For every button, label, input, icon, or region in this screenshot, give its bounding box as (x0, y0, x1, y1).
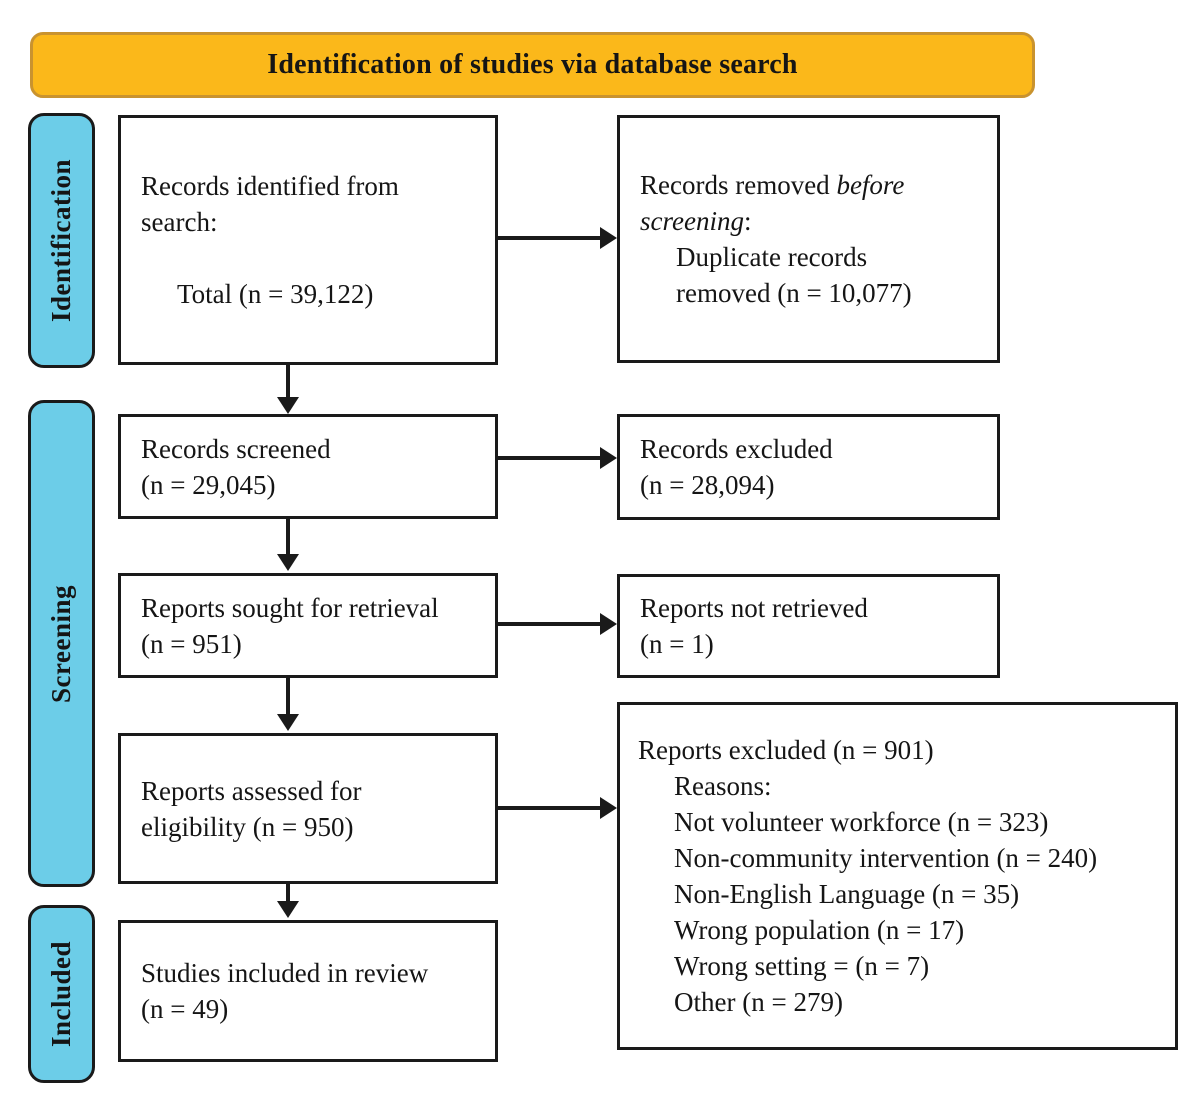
arrow-down-icon (277, 901, 299, 918)
reports-not-retrieved-text: Reports not retrieved (n = 1) (640, 593, 868, 659)
arrow-down-icon (277, 397, 299, 414)
arrow-down-icon (277, 714, 299, 731)
exclusion-reason: Non-English Language (n = 35) (674, 879, 1020, 909)
arrow-right-icon (600, 227, 617, 249)
box-studies-included: Studies included in review (n = 49) (118, 920, 498, 1062)
box-reports-assessed: Reports assessed for eligibility (n = 95… (118, 733, 498, 884)
arrow-line (286, 884, 290, 902)
arrow-line (286, 678, 290, 715)
stage-included: Included (28, 905, 95, 1083)
exclusion-reason: Wrong setting = (n = 7) (674, 951, 930, 981)
arrow-line (286, 519, 290, 555)
box-records-removed: Records removed before screening: Duplic… (617, 115, 1000, 363)
records-screened-text: Records screened (n = 29,045) (141, 433, 331, 500)
reports-excluded-title: Reports excluded (n = 901) (638, 735, 934, 765)
records-removed-detail: Duplicate records removed (n = 10,077) (676, 242, 912, 308)
records-removed-italic: before screening (640, 170, 905, 236)
exclusion-reason: Not volunteer workforce (n = 323) (674, 807, 1049, 837)
exclusion-reason: Non-community intervention (n = 240) (674, 843, 1098, 873)
arrow-line (498, 456, 601, 460)
arrow-line (286, 365, 290, 398)
stage-screening-label: Screening (46, 584, 76, 703)
stage-identification: Identification (28, 113, 95, 368)
box-reports-sought: Reports sought for retrieval (n = 951) (118, 573, 498, 678)
box-records-excluded: Records excluded (n = 28,094) (617, 414, 1000, 520)
box-reports-not-retrieved: Reports not retrieved (n = 1) (617, 574, 1000, 678)
records-identified-text: Records identified from search: (141, 171, 399, 237)
arrow-right-icon (600, 613, 617, 635)
records-excluded-text: Records excluded (n = 28,094) (640, 434, 833, 500)
box-reports-excluded-reasons: Reports excluded (n = 901) Reasons: Not … (617, 702, 1178, 1050)
stage-included-label: Included (46, 940, 76, 1048)
exclusion-reason: Wrong population (n = 17) (674, 915, 965, 945)
reports-sought-text: Reports sought for retrieval (n = 951) (141, 592, 439, 659)
reports-excluded-reasons-label: Reasons: (674, 771, 772, 801)
records-identified-total: Total (n = 39,122) (177, 279, 374, 309)
stage-identification-label: Identification (46, 158, 76, 322)
banner-title: Identification of studies via database s… (30, 32, 1035, 98)
arrow-right-icon (600, 797, 617, 819)
reports-assessed-text: Reports assessed for eligibility (n = 95… (141, 775, 362, 842)
arrow-line (498, 806, 601, 810)
studies-included-text: Studies included in review (n = 49) (141, 958, 429, 1024)
records-removed-text: Records removed before screening: (640, 170, 905, 236)
exclusion-reason: Other (n = 279) (674, 987, 843, 1017)
box-records-identified: Records identified from search: Total (n… (118, 115, 498, 365)
arrow-line (498, 622, 601, 626)
arrow-line (498, 236, 601, 240)
stage-screening: Screening (28, 400, 95, 887)
arrow-right-icon (600, 447, 617, 469)
arrow-down-icon (277, 554, 299, 571)
banner-title-text: Identification of studies via database s… (267, 49, 798, 80)
box-records-screened: Records screened (n = 29,045) (118, 414, 498, 519)
